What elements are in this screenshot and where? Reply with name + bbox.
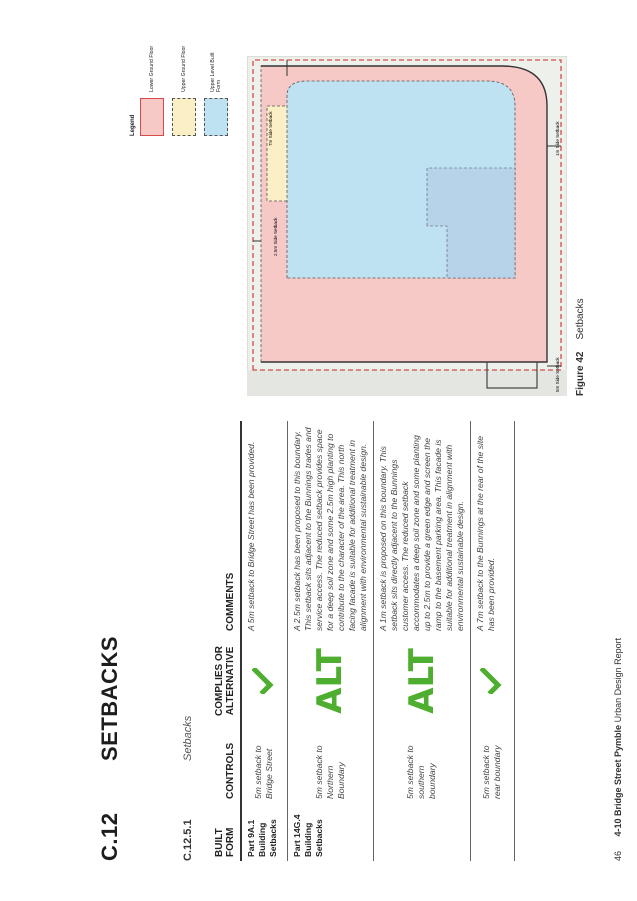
legend-label: Upper Ground Floor: [181, 45, 187, 92]
figure-number: Figure 42: [575, 351, 586, 396]
section-title: SETBACKS: [97, 635, 122, 761]
legend-swatch-lower-ground: [140, 98, 164, 136]
row-status: [470, 635, 514, 727]
setbacks-table: BUILT FORM CONTROLS COMPLIES OR ALTERNAT…: [212, 421, 515, 861]
legend-swatch-upper-ground: [172, 98, 196, 136]
subsection-number: C.12.5.1: [182, 819, 194, 861]
header-complies: COMPLIES OR ALTERNATIVE: [212, 635, 241, 727]
legend-title: Legend: [130, 114, 136, 136]
row-status: ALT: [287, 635, 373, 727]
row-control: 5m setback to Northern Boundary: [287, 727, 373, 803]
building-edge: [261, 65, 548, 363]
table-row: Part 14G.4 Building Setbacks 5m setback …: [287, 421, 373, 861]
header-built-form: BUILT FORM: [212, 803, 241, 861]
row-comment: A 7m setback to the Bunnings at the rear…: [470, 421, 514, 635]
table-header-row: BUILT FORM CONTROLS COMPLIES OR ALTERNAT…: [212, 421, 241, 861]
row-ref: Part 9A.1 Building Setbacks: [241, 803, 287, 861]
table-row: Part 9A.1 Building Setbacks 5m setback t…: [241, 421, 287, 861]
table-row: 5m setback to rear boundary A 7m setback…: [470, 421, 514, 861]
legend-label: Lower Ground Floor: [149, 45, 155, 92]
row-ref: Part 14G.4 Building Setbacks: [287, 803, 373, 861]
row-comment: A 2.5m setback has been proposed to this…: [287, 421, 373, 635]
check-icon: [479, 668, 502, 694]
entry-block: [486, 361, 538, 389]
header-comments: COMMENTS: [212, 421, 241, 635]
label-1m-setback: 1m Side Setback: [555, 121, 560, 156]
upper-level-step: [426, 167, 516, 279]
page-number: 46: [613, 850, 623, 861]
subsection-title: Setbacks: [182, 715, 194, 761]
project-name: 4-10 Bridge Street Pymble: [613, 724, 623, 837]
section-number: C.12: [97, 812, 122, 861]
row-ref: [373, 803, 470, 861]
setbacks-plan: 2.5m Side Setback 7m Side Setback 1m Sid…: [247, 56, 567, 396]
site-boundary: [252, 59, 562, 371]
label-7m-setback: 7m Side Setback: [268, 111, 273, 146]
legend-item: Lower Ground Floor: [140, 42, 164, 136]
row-control: 5m setback to rear boundary: [470, 727, 514, 803]
alt-badge: ALT: [310, 648, 350, 714]
row-control: 5m setback to Bridge Street: [241, 727, 287, 803]
label-5m-setback: 5m Side Setback: [555, 357, 560, 392]
check-icon: [251, 668, 274, 694]
legend-swatch-upper-level: [204, 98, 228, 136]
row-control: 5m setback to southern boundary: [373, 727, 470, 803]
legend-item: Upper Level Built Form: [204, 42, 228, 136]
label-2-5m-setback: 2.5m Side Setback: [273, 217, 278, 256]
row-comment: A 5m setback to Bridge Street has been p…: [241, 421, 287, 635]
header-controls: CONTROLS: [212, 727, 241, 803]
row-status: [241, 635, 287, 727]
row-ref: [470, 803, 514, 861]
row-status: ALT: [373, 635, 470, 727]
street-zone: [247, 370, 567, 396]
row-comment: A 1m setback is proposed on this boundar…: [373, 421, 470, 635]
alt-badge: ALT: [401, 648, 442, 714]
figure-title: Setbacks: [575, 298, 586, 340]
page-footer: 46 4-10 Bridge Street Pymble Urban Desig…: [613, 638, 623, 861]
document-name: Urban Design Report: [613, 637, 623, 723]
legend-label: Upper Level Built Form: [210, 52, 222, 92]
legend-item: Upper Ground Floor: [172, 42, 196, 136]
table-row: 5m setback to southern boundary ALT A 1m…: [373, 421, 470, 861]
figure-caption: Figure 42 Setbacks: [575, 298, 586, 396]
